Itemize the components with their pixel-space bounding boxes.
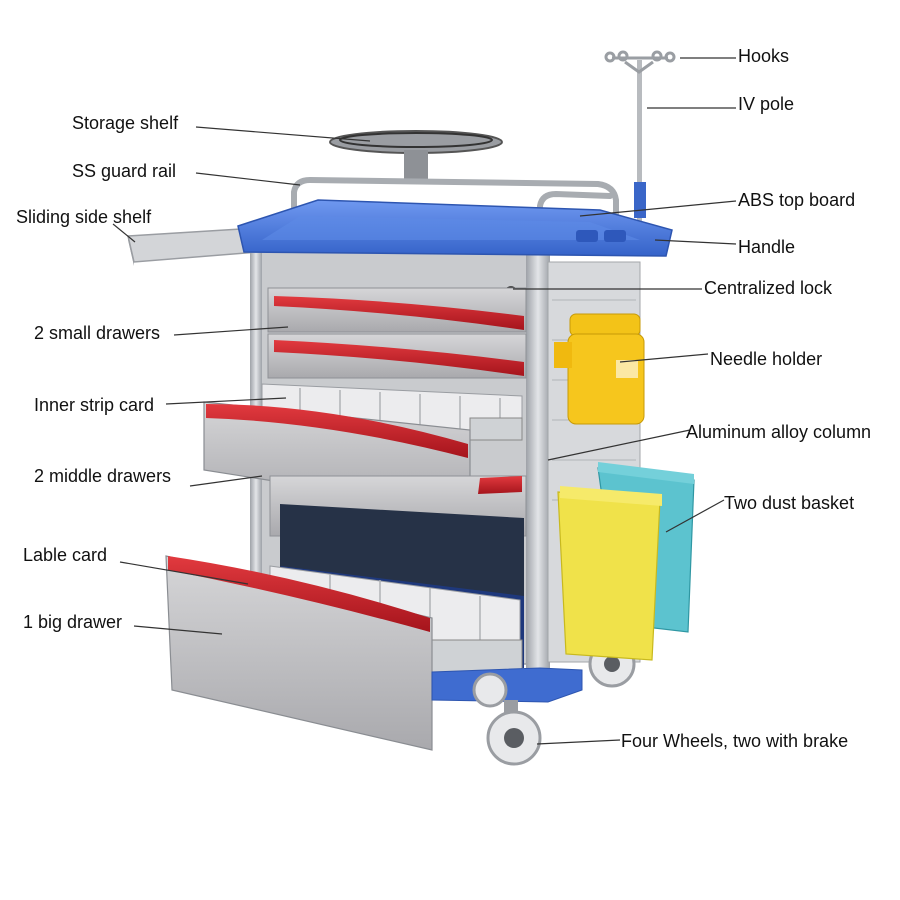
label-hooks: Hooks xyxy=(738,46,790,66)
leader-line xyxy=(654,239,737,245)
dust-basket-yellow xyxy=(557,486,662,661)
leader-lines xyxy=(112,57,737,745)
big-drawer-open xyxy=(165,504,524,751)
wheel xyxy=(472,672,508,708)
label-small-drawers: 2 small drawers xyxy=(34,323,161,343)
iv-hooks xyxy=(604,50,676,74)
small-drawer xyxy=(267,287,527,333)
label-centralized-lock: Centralized lock xyxy=(704,278,833,298)
label-aluminum-alloy-column: Aluminum alloy column xyxy=(686,422,872,442)
label-storage-shelf: Storage shelf xyxy=(72,113,179,133)
label-middle-drawers: 2 middle drawers xyxy=(34,466,172,486)
label-needle-holder: Needle holder xyxy=(710,349,823,369)
label-handle: Handle xyxy=(738,237,796,257)
small-drawer xyxy=(267,333,527,379)
label-two-dust-basket: Two dust basket xyxy=(724,493,855,513)
label-sliding-side-shelf: Sliding side shelf xyxy=(16,207,152,227)
ss-guard-rail xyxy=(291,176,619,239)
label-inner-strip-card: Inner strip card xyxy=(34,395,155,415)
label-iv-pole: IV pole xyxy=(738,94,795,114)
leader-line xyxy=(173,326,289,336)
cart-base xyxy=(431,667,583,703)
leader-line xyxy=(579,200,737,217)
leader-line xyxy=(536,739,621,745)
label-abs-top-board: ABS top board xyxy=(738,190,856,210)
label-lable-card: Lable card xyxy=(23,545,108,565)
leader-line xyxy=(133,625,223,635)
leader-line xyxy=(189,475,263,487)
abs-top-board xyxy=(237,199,673,257)
label-big-drawer: 1 big drawer xyxy=(23,612,123,632)
leader-line xyxy=(195,172,301,186)
leader-line xyxy=(119,561,249,585)
leader-line xyxy=(619,353,709,363)
needle-holder xyxy=(554,313,645,425)
leader-line xyxy=(165,397,287,405)
iv-pole xyxy=(634,60,646,238)
wheel xyxy=(486,700,542,766)
storage-shelf xyxy=(329,130,503,184)
leader-line xyxy=(112,223,136,243)
leader-line xyxy=(195,126,371,142)
label-four-wheels: Four Wheels, two with brake xyxy=(621,731,849,751)
sliding-side-shelf xyxy=(127,227,259,266)
leader-line xyxy=(547,429,691,461)
leader-line xyxy=(665,499,725,533)
label-ss-guard-rail: SS guard rail xyxy=(72,161,177,181)
